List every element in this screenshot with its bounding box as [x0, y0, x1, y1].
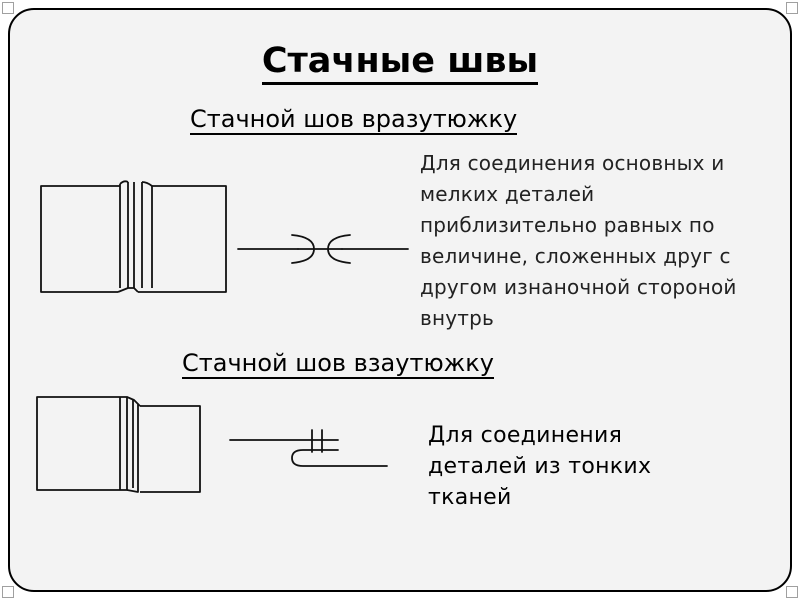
corner-handle-top-left — [2, 2, 14, 14]
seam-heading-pressed: Стачной шов взаутюжку — [182, 349, 494, 379]
seam-description-open: Для соединения основных и мелких деталей… — [420, 151, 737, 330]
corner-handle-bottom-right — [786, 586, 798, 598]
slide-title: Стачные швы — [0, 40, 800, 85]
slide-frame — [8, 8, 792, 592]
seam-description-pressed: Для соединения деталей из тонких тканей — [428, 423, 652, 510]
seam-heading-open: Стачной шов вразутюжку — [190, 105, 518, 135]
corner-handle-bottom-left — [2, 586, 14, 598]
corner-handle-top-right — [786, 2, 798, 14]
